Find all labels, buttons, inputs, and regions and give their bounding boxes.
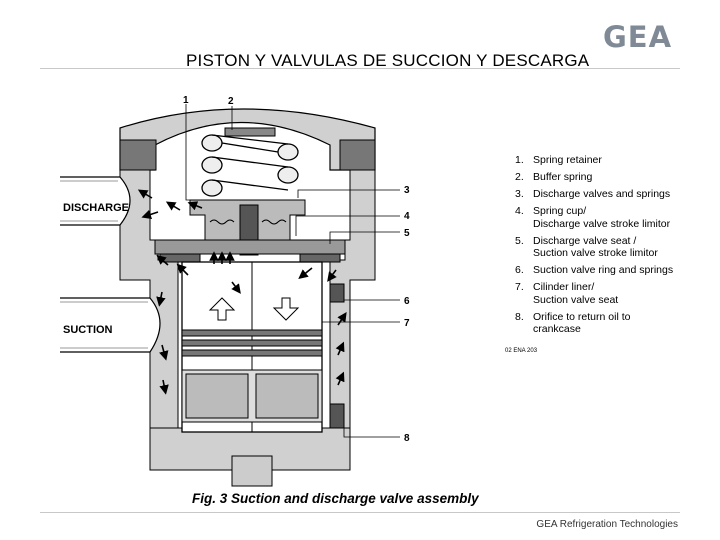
callout-2: 2 (228, 96, 234, 107)
parts-legend: 1.Spring retainer 2.Buffer spring 3.Disc… (515, 154, 673, 340)
seat-ring-right (299, 253, 341, 263)
seat-ring-left (159, 253, 201, 263)
callout-1: 1 (183, 95, 189, 106)
cover-flange-left (119, 139, 157, 171)
callout-7: 7 (404, 318, 410, 329)
leader-lines (185, 104, 400, 438)
down-arrow (272, 297, 300, 321)
callout-3: 3 (404, 185, 410, 196)
connecting-rod (231, 455, 273, 487)
gea-logo: GEA (603, 20, 673, 54)
up-arrow (208, 297, 236, 321)
piston-rings (181, 329, 323, 357)
legend-item: 6.Suction valve ring and springs (515, 264, 674, 276)
legend-item: 4.Spring cup/ Discharge valve stroke lim… (515, 205, 671, 230)
flow-arrows (137, 189, 347, 395)
legend-item: 2.Buffer spring (515, 171, 593, 183)
callout-5: 5 (404, 228, 410, 239)
valve-springs (209, 219, 287, 225)
callout-4: 4 (404, 211, 410, 222)
suction-pipe (60, 297, 161, 353)
suction-valve-ring (329, 283, 345, 303)
footer-divider (40, 512, 680, 513)
legend-item: 3.Discharge valves and springs (515, 188, 671, 200)
legend-item: 1.Spring retainer (515, 154, 602, 166)
legend-item: 7.Cilinder liner/ Suction valve seat (515, 281, 619, 306)
page-title: PISTON Y VALVULAS DE SUCCION Y DESCARGA (186, 51, 590, 70)
footer-text: GEA Refrigeration Technologies (536, 519, 678, 530)
discharge-valve-seat (154, 239, 346, 255)
suction-label: SUCTION (63, 324, 113, 336)
callout-6: 6 (404, 296, 410, 307)
buffer-spring (201, 134, 299, 197)
legend-item: 5.Discharge valve seat / Suction valve s… (515, 234, 658, 260)
discharge-label: DISCHARGE (63, 202, 129, 214)
callout-8: 8 (404, 433, 410, 444)
drawing-code: 02 ENA 203 (505, 348, 538, 354)
legend-item: 8.Orifice to return oil to crankcase (515, 310, 631, 336)
discharge-pipe (60, 176, 131, 226)
spring-retainer-top (224, 127, 276, 137)
header-divider (40, 68, 680, 69)
oil-orifice (329, 403, 345, 429)
figure-caption: Fig. 3 Suction and discharge valve assem… (192, 491, 479, 506)
cover-flange-right (339, 139, 376, 171)
